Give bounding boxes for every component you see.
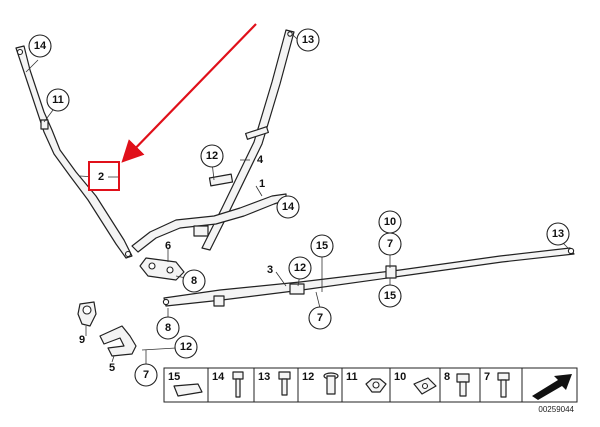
callout-1: 1 (259, 178, 265, 190)
rod-clip (245, 126, 269, 140)
highlight-box (88, 161, 120, 191)
rod-clip (289, 283, 305, 295)
callout-label: 5 (109, 362, 115, 374)
clip-icon (173, 383, 203, 397)
callout-label: 8 (191, 275, 197, 287)
callout-label: 7 (143, 369, 149, 381)
callout-10: 10 (378, 210, 402, 234)
legend-label: 12 (302, 371, 314, 383)
callout-label: 2 (98, 171, 104, 183)
mount-part-6 (139, 257, 185, 281)
sensor-part-9 (77, 301, 97, 327)
callout-label: 13 (552, 228, 564, 240)
mount-bolt (148, 262, 156, 270)
callout-label: 11 (52, 94, 64, 106)
callout-label: 14 (34, 40, 47, 52)
rod-hole (162, 298, 170, 306)
leader-lines (25, 33, 569, 364)
callout-11: 11 (46, 88, 70, 112)
rivet-nut-icon (323, 372, 339, 395)
callout-label: 15 (316, 240, 328, 252)
callout-label: 15 (384, 290, 396, 302)
rod-hole (287, 31, 293, 37)
legend-label: 14 (212, 371, 225, 383)
rod-clip (208, 173, 234, 187)
callout-7-lower: 7 (134, 363, 158, 387)
rod-clip (385, 265, 397, 279)
legend-label: 10 (394, 371, 406, 383)
callout-12-mid: 12 (288, 256, 312, 280)
callout-label: 6 (165, 240, 171, 252)
callout-label: 7 (317, 312, 323, 324)
callout-7-right: 7 (378, 232, 402, 256)
callout-label: 12 (206, 150, 218, 162)
callout-label: 14 (282, 201, 295, 213)
legend-label: 7 (484, 371, 490, 383)
mount-bolt (166, 266, 174, 274)
bracket-tab (193, 225, 209, 237)
parts-legend: 15 14 13 12 11 10 8 (163, 367, 578, 403)
callout-8-upper: 8 (182, 269, 206, 293)
callout-2-highlight: 2 (88, 161, 120, 191)
strut-part-2 (15, 45, 133, 259)
strut-hole (124, 250, 132, 258)
callout-label: 12 (180, 341, 192, 353)
callout-13-top: 13 (296, 28, 320, 52)
callout-5: 5 (109, 362, 115, 374)
clip-nut-icon (413, 377, 437, 395)
rod-clip (213, 295, 225, 307)
legend-label: 8 (444, 371, 450, 383)
callout-3: 3 (267, 264, 273, 276)
callout-15-upper: 15 (310, 234, 334, 258)
callout-14-top: 14 (28, 34, 52, 58)
bolt-icon (232, 371, 244, 398)
callout-label: 1 (259, 178, 265, 190)
screw-icon (497, 372, 510, 398)
callout-label: 8 (165, 322, 171, 334)
red-arrow (121, 23, 257, 163)
document-number: 00259044 (538, 405, 574, 414)
callout-8-lower: 8 (156, 316, 180, 340)
strut-hole (16, 48, 24, 56)
callout-15-lower: 15 (378, 284, 402, 308)
callout-label: 13 (302, 34, 314, 46)
strut-clip (40, 119, 49, 130)
rod-part-3 (162, 247, 575, 307)
callout-14-mid: 14 (276, 195, 300, 219)
callout-label: 10 (384, 216, 396, 228)
callout-12-upper: 12 (200, 144, 224, 168)
callout-13-right: 13 (546, 222, 570, 246)
bracket-part-5 (99, 325, 137, 357)
callout-label: 3 (267, 264, 273, 276)
callout-12-lower: 12 (174, 335, 198, 359)
sensor-hole (82, 305, 92, 315)
rod-hole (567, 247, 575, 255)
callout-label: 12 (294, 262, 306, 274)
legend-label: 15 (168, 371, 180, 383)
callout-4: 4 (257, 154, 264, 166)
flange-bolt-icon (456, 373, 470, 397)
callout-7-mid: 7 (308, 306, 332, 330)
callout-label: 4 (257, 154, 264, 166)
hex-nut-icon (365, 378, 387, 393)
bolt-icon (278, 371, 291, 396)
direction-arrow-icon (525, 371, 575, 400)
callout-label: 7 (387, 238, 393, 250)
legend-label: 13 (258, 371, 270, 383)
legend-label: 11 (346, 371, 358, 383)
callout-label: 9 (79, 334, 85, 346)
callout-9: 9 (79, 334, 85, 346)
callout-6: 6 (165, 240, 171, 252)
